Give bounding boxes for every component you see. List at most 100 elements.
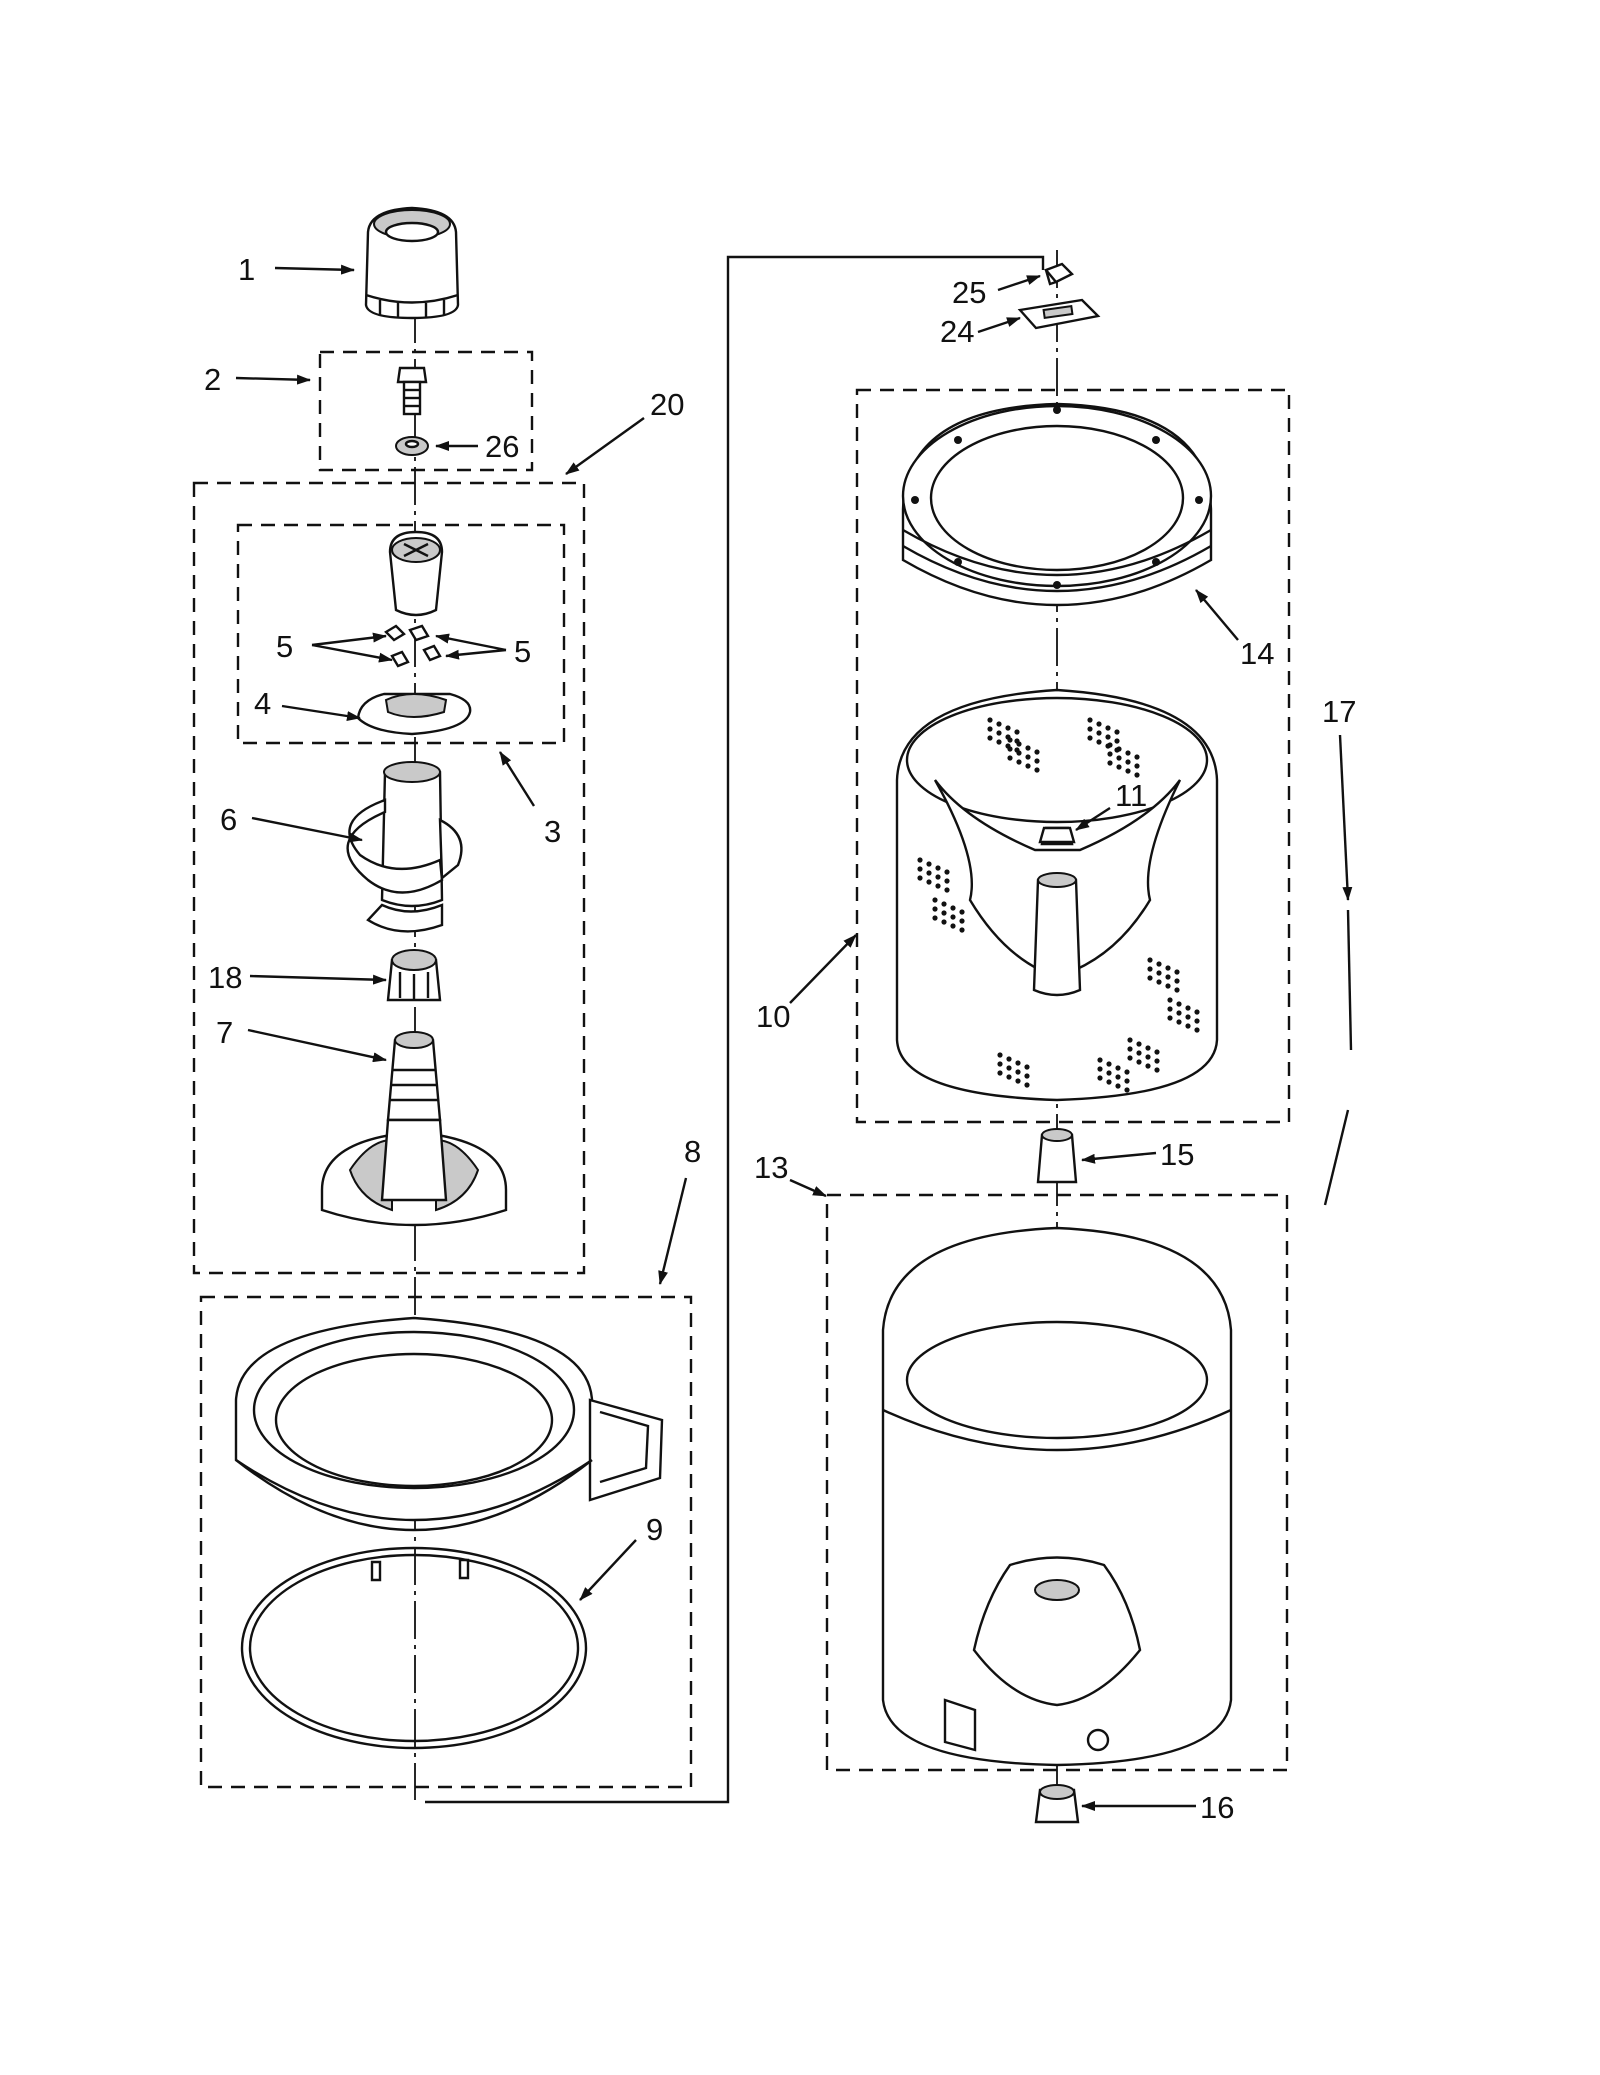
part-7-agitator-base (320, 1031, 508, 1227)
perforation-hole (1127, 1055, 1133, 1061)
leader-6 (251, 816, 363, 843)
perforation-hole (1174, 969, 1180, 975)
perforation-hole (1174, 987, 1180, 993)
connector-line (425, 255, 1045, 1804)
callout-5-right: 5 (514, 634, 531, 669)
perforation-hole (1185, 1005, 1191, 1011)
leader-2 (235, 374, 311, 385)
part-17-hose (1323, 909, 1353, 1206)
perforation-hole (944, 878, 950, 884)
perforation-hole (996, 721, 1002, 727)
leader-8 (658, 1177, 688, 1285)
perforation-hole (1156, 979, 1162, 985)
callout-13: 13 (754, 1150, 788, 1185)
perforation-hole (1147, 975, 1153, 981)
leader-18 (249, 974, 387, 985)
leader-4 (281, 704, 361, 721)
part-13-outer-tub (881, 1226, 1233, 1767)
perforation-hole (1145, 1054, 1151, 1060)
callout-18: 18 (208, 960, 242, 995)
perforation-hole (1106, 1061, 1112, 1067)
leader-15 (1081, 1151, 1157, 1164)
perforation-hole (1105, 725, 1111, 731)
perforation-hole (1114, 738, 1120, 744)
perforation-hole (1185, 1014, 1191, 1020)
perforation-hole (1136, 1059, 1142, 1065)
perforation-hole (1125, 750, 1131, 756)
perforation-hole (1034, 749, 1040, 755)
part-14-balance-ring (901, 402, 1213, 607)
perforation-hole (1147, 966, 1153, 972)
perforation-hole (926, 879, 932, 885)
callout-5-left: 5 (276, 629, 293, 664)
group-box-13 (825, 1193, 1289, 1772)
part-18-bearing (386, 949, 442, 1002)
callout-25: 25 (952, 275, 986, 310)
perforation-hole (1087, 717, 1093, 723)
perforation-hole (1087, 735, 1093, 741)
perforation-hole (950, 905, 956, 911)
perforation-hole (944, 869, 950, 875)
callout-9: 9 (646, 1512, 663, 1547)
perforation-hole (1016, 759, 1022, 765)
part-8-tub-ring (234, 1316, 664, 1582)
leader-5d (445, 648, 507, 660)
leader-10 (789, 934, 857, 1004)
perforation-hole (917, 866, 923, 872)
perforation-hole (1096, 739, 1102, 745)
leader-11 (1075, 806, 1111, 832)
perforation-hole (1124, 1069, 1130, 1075)
perforation-hole (1176, 1001, 1182, 1007)
leader-13 (789, 1178, 827, 1198)
perforation-hole (1006, 1065, 1012, 1071)
perforation-hole (950, 923, 956, 929)
perforation-hole (1136, 1041, 1142, 1047)
leader-5a (311, 632, 387, 647)
perforation-hole (1006, 1074, 1012, 1080)
perforation-hole (926, 861, 932, 867)
perforation-hole (1154, 1049, 1160, 1055)
perforation-hole (1194, 1009, 1200, 1015)
perforation-hole (1097, 1066, 1103, 1072)
perforation-hole (1025, 763, 1031, 769)
part-26-washer (395, 436, 429, 456)
callout-14: 14 (1240, 636, 1274, 671)
perforation-hole (932, 915, 938, 921)
perforation-hole (1116, 755, 1122, 761)
perforation-hole (1024, 1064, 1030, 1070)
perforation-hole (1176, 1010, 1182, 1016)
perforation-hole (1097, 1057, 1103, 1063)
perforation-hole (1176, 1019, 1182, 1025)
perforation-hole (917, 857, 923, 863)
perforation-hole (1147, 957, 1153, 963)
perforation-hole (1167, 1006, 1173, 1012)
perforation-hole (1165, 983, 1171, 989)
perforation-hole (1097, 1075, 1103, 1081)
perforation-hole (959, 918, 965, 924)
perforation-hole (1127, 1037, 1133, 1043)
perforation-hole (987, 726, 993, 732)
perforation-hole (1145, 1063, 1151, 1069)
part-2-bolt (396, 366, 428, 416)
perforation-hole (1025, 754, 1031, 760)
group-box-8 (199, 1295, 693, 1789)
perforation-hole (941, 910, 947, 916)
group-box-20 (192, 481, 586, 1275)
callout-2: 2 (204, 362, 221, 397)
perforation-hole (1014, 729, 1020, 735)
perforation-hole (996, 730, 1002, 736)
perforation-hole (1136, 1050, 1142, 1056)
perforation-hole (1007, 746, 1013, 752)
perforation-hole (1016, 741, 1022, 747)
perforation-hole (1096, 721, 1102, 727)
callout-6: 6 (220, 802, 237, 837)
callout-24: 24 (940, 314, 974, 349)
perforation-hole (935, 874, 941, 880)
leader-25 (997, 274, 1041, 292)
part-6-auger (346, 761, 463, 933)
perforation-hole (1125, 759, 1131, 765)
part-4-cam (356, 692, 472, 736)
part-9-seal-ring (240, 1546, 588, 1750)
perforation-hole (932, 906, 938, 912)
perforation-hole (997, 1061, 1003, 1067)
